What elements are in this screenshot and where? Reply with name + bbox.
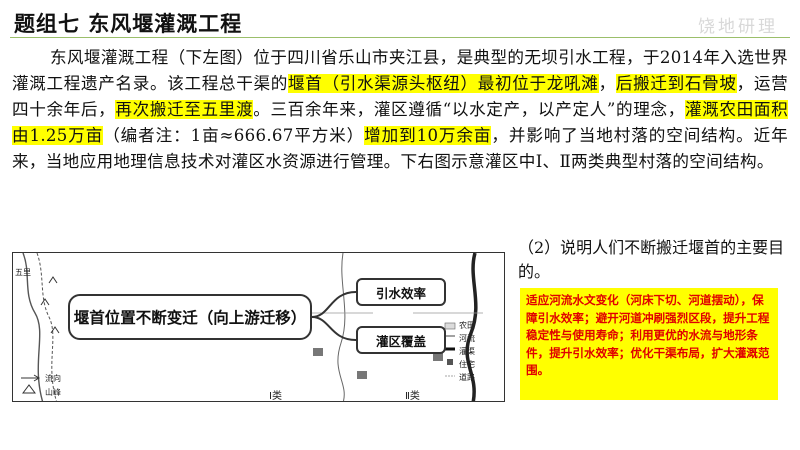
passage-text-1: 东风堰灌溉工程（下左图）位于四川省乐山市夹江县，是典型的无坝引水工程，于2014…: [12, 48, 788, 93]
answer-text: 适应河流水文变化（河床下切、河道摆动），保障引水效率；避开河道冲刷强烈区段，提升…: [526, 293, 770, 378]
passage-text-2: ，: [598, 74, 616, 93]
water-efficiency-box: 引水效率: [356, 278, 446, 306]
legend-house-label: 住宅: [459, 360, 475, 369]
answer-box: 适应河流水文变化（河床下切、河道摆动），保障引水效率；避开河道冲刷强烈区段，提升…: [520, 288, 778, 400]
weir-relocation-box: 堰首位置不断变迁（向上游迁移）: [68, 294, 312, 340]
village-two-river: [465, 253, 478, 401]
house-icon: [357, 371, 367, 379]
legend-flow-label: 流向: [45, 374, 61, 383]
passage-text-5: （编者注：1亩≈666.67平方米）: [103, 126, 365, 145]
village-one-river: [337, 253, 346, 401]
legend-river-label: 河流: [459, 334, 475, 343]
passage: 东风堰灌溉工程（下左图）位于四川省乐山市夹江县，是典型的无坝引水工程，于2014…: [12, 45, 788, 175]
title-divider: [10, 37, 790, 38]
highlight-area-after: 增加到10万余亩: [364, 126, 492, 145]
highlight-weir-origin: 堰首（引水渠源头枢纽）最初位于龙吼滩: [288, 74, 599, 93]
highlight-second-move: 再次搬迁至五里渡: [115, 100, 254, 119]
legend-farmland-label: 农田: [459, 321, 475, 330]
house-icon: [433, 353, 443, 361]
peak-icon: [22, 384, 36, 394]
irrigation-coverage-box: 灌区覆盖: [356, 326, 446, 354]
legend-canal-label: 灌渠: [459, 347, 475, 356]
legend-road-label: 道路: [459, 373, 475, 382]
mountain-icon: [40, 276, 60, 334]
passage-text-6: ，并影响了当地村落的空间结构。近年来，当地应用地理信息技术对灌区水资源进行管理。…: [12, 126, 789, 171]
village-type-two-label: Ⅱ类: [405, 391, 420, 402]
legend-house-swatch: [447, 359, 453, 365]
flow-arrow-icon: [21, 374, 40, 382]
highlight-first-move: 后搬迁到石骨坡: [615, 74, 737, 93]
legend-farmland-swatch: [444, 322, 456, 330]
village-type-one-label: Ⅰ类: [269, 391, 282, 402]
passage-text-3: ，运营四十余年后，: [12, 74, 788, 119]
question-text: （2）说明人们不断搬迁堰首的主要目的。: [518, 238, 785, 281]
page-title: 题组七 东风堰灌溉工程: [14, 12, 243, 36]
canal-line: [36, 253, 57, 401]
house-icon: [313, 348, 323, 356]
watermark: 饶地研理: [698, 17, 778, 37]
passage-text-4: 。三百余年来，灌区遵循“以水定产，以产定人”的理念，: [253, 100, 685, 119]
map-label-wulidu: 五里: [15, 268, 31, 277]
river-line: [22, 253, 44, 401]
legend-peak-label: 山峰: [45, 388, 61, 397]
